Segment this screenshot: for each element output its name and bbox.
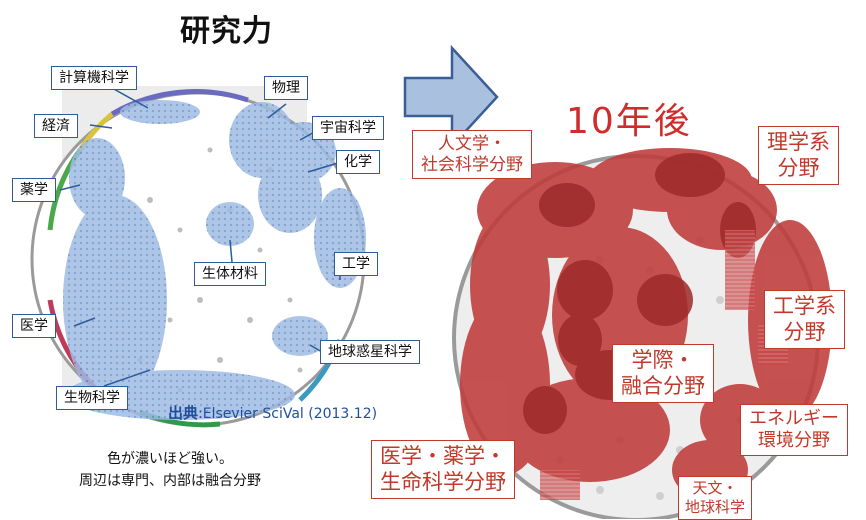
label-humanities-line-1: 人文学・ bbox=[438, 134, 506, 154]
legend-caption: 色が濃いほど強い。 周辺は専門、内部は融合分野 bbox=[40, 448, 300, 493]
label-chemistry: 化学 bbox=[336, 150, 380, 175]
label-astro-line-2: 地球科学 bbox=[685, 497, 746, 516]
blob-earth-planetary bbox=[272, 316, 328, 356]
future-title: 10年後 bbox=[566, 101, 692, 142]
label-science-line-1: 理学系 bbox=[767, 130, 830, 154]
blob-computer-science bbox=[120, 100, 200, 124]
label-medical: 医学・薬学・ 生命科学分野 bbox=[371, 440, 515, 500]
label-humanities-line-2: 社会科学分野 bbox=[421, 154, 523, 175]
label-earth-planetary: 地球惑星科学 bbox=[320, 340, 420, 365]
future-dense-spots bbox=[523, 153, 756, 434]
source-citation: 出典:Elsevier SciVal (2013.12) bbox=[168, 402, 377, 423]
caption-line-1: 色が濃いほど強い。 bbox=[107, 451, 233, 467]
label-biology: 生物科学 bbox=[56, 386, 128, 411]
label-astro: 天文・ 地球科学 bbox=[678, 476, 753, 520]
label-computer-science: 計算機科学 bbox=[51, 66, 137, 91]
label-physics: 物理 bbox=[264, 76, 308, 101]
label-energy-line-1: エネルギー bbox=[749, 408, 839, 429]
label-pharmacy: 薬学 bbox=[12, 178, 56, 203]
label-engineering-line-1: 工学系 bbox=[773, 294, 836, 318]
research-map-right bbox=[452, 148, 832, 519]
label-astro-line-1: 天文・ bbox=[692, 479, 738, 497]
label-biomaterials: 生体材料 bbox=[194, 262, 266, 287]
label-engineering-line-2: 分野 bbox=[783, 319, 826, 344]
source-text: :Elsevier SciVal (2013.12) bbox=[198, 406, 378, 422]
label-medicine: 医学 bbox=[12, 314, 56, 339]
label-space-science: 宇宙科学 bbox=[312, 116, 384, 141]
blob-biomaterials bbox=[206, 202, 254, 246]
label-interdisciplinary-line-1: 学際・ bbox=[631, 348, 695, 372]
label-science: 理学系 分野 bbox=[758, 126, 839, 186]
label-humanities: 人文学・ 社会科学分野 bbox=[412, 130, 532, 180]
label-interdisciplinary-line-2: 融合分野 bbox=[621, 373, 705, 398]
leader-lines bbox=[59, 87, 341, 387]
label-medical-line-1: 医学・薬学・ bbox=[380, 444, 506, 468]
label-medical-line-2: 生命科学分野 bbox=[380, 469, 506, 494]
label-interdisciplinary: 学際・ 融合分野 bbox=[612, 344, 714, 404]
label-engineering: 工学 bbox=[334, 252, 378, 277]
source-prefix: 出典 bbox=[168, 404, 199, 422]
future-arrow bbox=[403, 44, 499, 150]
caption-line-2: 周辺は専門、内部は融合分野 bbox=[79, 473, 261, 490]
label-engineering-future: 工学系 分野 bbox=[764, 290, 845, 350]
research-power-title: 研究力 bbox=[180, 14, 273, 49]
label-energy: エネルギー 環境分野 bbox=[740, 404, 848, 456]
hatch-strip bbox=[725, 230, 755, 310]
label-energy-line-2: 環境分野 bbox=[758, 429, 830, 451]
label-science-line-2: 分野 bbox=[777, 155, 820, 180]
blob-medicine bbox=[63, 195, 167, 405]
blob-chemistry bbox=[258, 157, 322, 233]
label-economics: 経済 bbox=[34, 114, 78, 139]
hatch-strip bbox=[540, 470, 580, 500]
